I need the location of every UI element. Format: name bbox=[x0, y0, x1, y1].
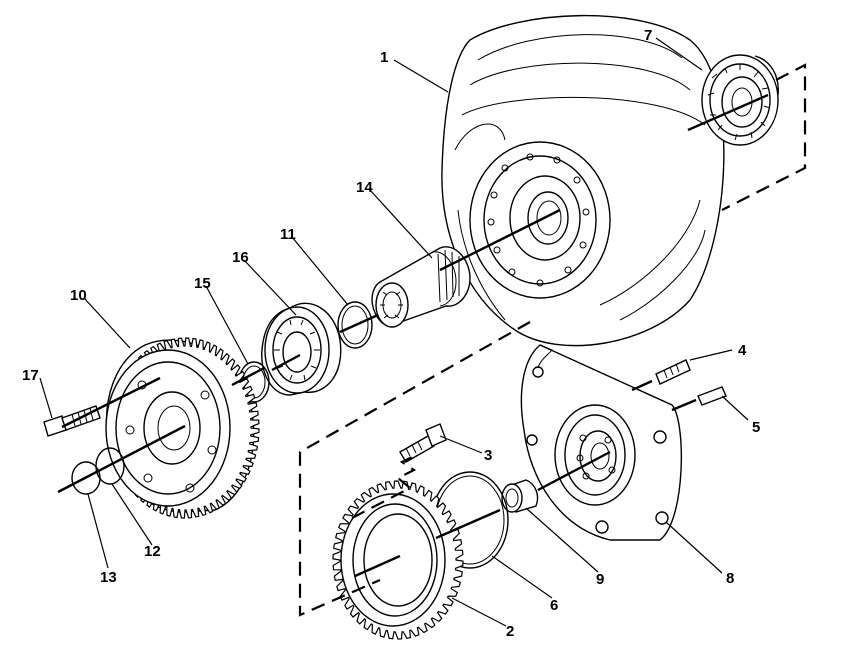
callout-3: 3 bbox=[484, 447, 492, 464]
callout-17: 17 bbox=[22, 367, 39, 384]
callout-labels: 1 7 14 11 16 15 10 17 4 5 3 8 9 6 2 12 1… bbox=[22, 27, 760, 640]
callout-16: 16 bbox=[232, 249, 249, 266]
callout-11: 11 bbox=[280, 226, 296, 243]
part-9-bushing bbox=[501, 479, 539, 513]
callout-1: 1 bbox=[380, 49, 388, 66]
callout-5: 5 bbox=[752, 419, 760, 436]
callout-12: 12 bbox=[144, 543, 161, 560]
callout-8: 8 bbox=[726, 570, 734, 587]
part-8-pump-housing bbox=[520, 344, 682, 541]
callout-4: 4 bbox=[738, 342, 747, 359]
assembly-axis-lines bbox=[57, 93, 769, 578]
part-11-snap-ring bbox=[337, 301, 373, 349]
callout-14: 14 bbox=[356, 179, 373, 196]
dashed-assembly-lines bbox=[298, 63, 807, 617]
callout-6: 6 bbox=[550, 597, 558, 614]
callout-10: 10 bbox=[70, 287, 87, 304]
callout-2: 2 bbox=[506, 623, 514, 640]
part-14-shaft bbox=[371, 246, 471, 328]
callout-9: 9 bbox=[596, 571, 604, 588]
bolt-holes bbox=[487, 153, 590, 287]
part-4-pin bbox=[655, 359, 691, 385]
part-1-torque-converter bbox=[441, 14, 725, 347]
callout-7: 7 bbox=[644, 27, 652, 44]
part-3-bolt bbox=[399, 423, 447, 463]
part-13-ring bbox=[71, 461, 101, 495]
callout-13: 13 bbox=[100, 569, 117, 586]
callout-15: 15 bbox=[194, 275, 211, 292]
leader-lines bbox=[39, 37, 749, 627]
part-7-bearing bbox=[701, 54, 779, 146]
part-2-ring-gear bbox=[332, 480, 464, 640]
part-5-pin bbox=[697, 386, 727, 406]
part-16-bearing bbox=[261, 302, 342, 396]
